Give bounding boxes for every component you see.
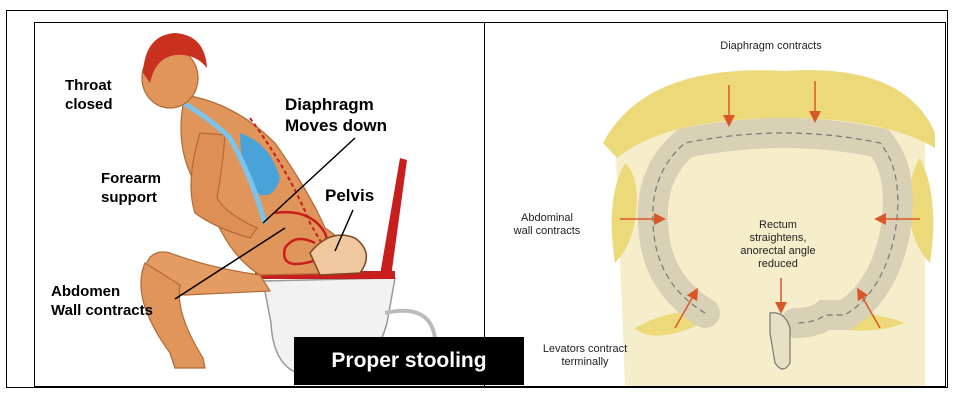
diaphragm-label: Diaphragm Moves down bbox=[285, 94, 387, 136]
colon-mechanics-panel: Diaphragm contracts Abdominal wall contr… bbox=[484, 22, 946, 387]
throat-label: Throat closed bbox=[65, 76, 113, 114]
pelvis-label: Pelvis bbox=[325, 185, 374, 206]
caption-label: Proper stooling bbox=[294, 337, 524, 385]
diaphragm-contracts-label: Diaphragm contracts bbox=[691, 40, 851, 53]
forearm-label: Forearm support bbox=[101, 169, 161, 207]
colon-illustration bbox=[485, 23, 945, 386]
abdomen-label: Abdomen Wall contracts bbox=[51, 282, 153, 320]
abdominal-wall-label: Abdominal wall contracts bbox=[499, 212, 595, 238]
rectum-straightens-label: Rectum straightens, anorectal angle redu… bbox=[723, 219, 833, 271]
seated-posture-panel: Throat closed Forearm support Abdomen Wa… bbox=[34, 22, 486, 387]
toilet-lid bbox=[380, 158, 407, 277]
levators-label: Levators contract terminally bbox=[525, 343, 645, 369]
